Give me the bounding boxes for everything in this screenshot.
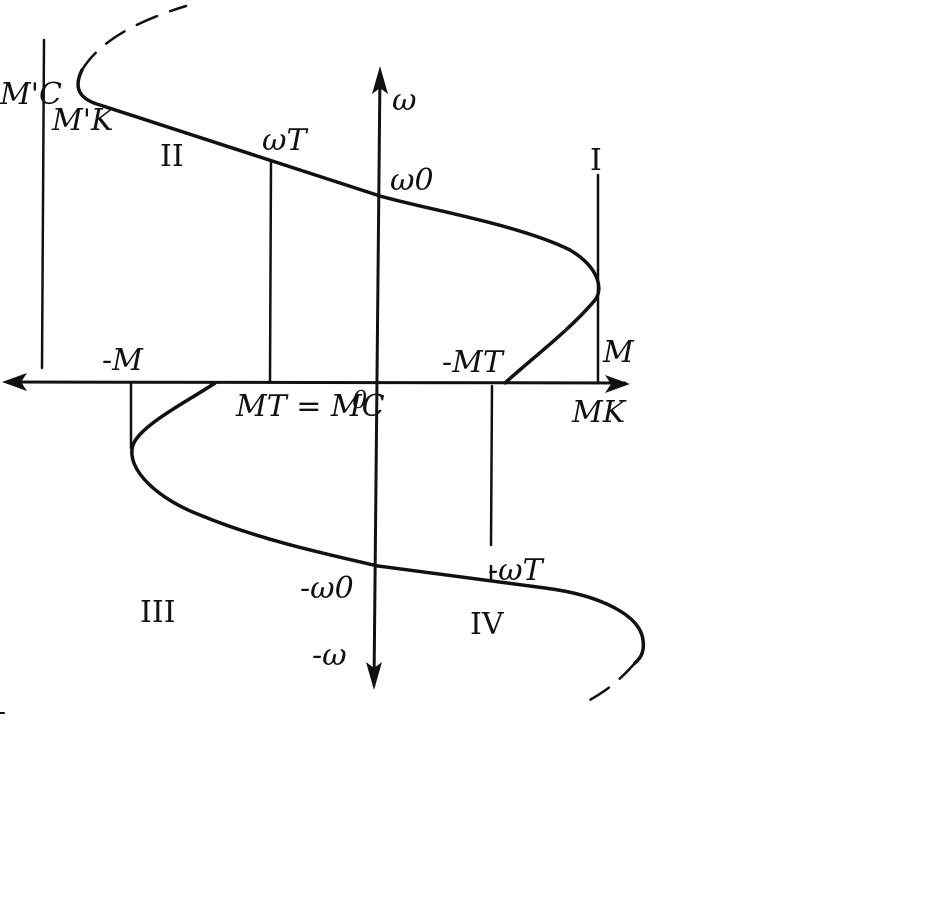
origin-label: 0 — [352, 386, 367, 414]
y-axis-positive-label: ω — [392, 83, 416, 118]
neg-mt-vertical-line — [489, 384, 494, 547]
quadrant-i-label: I — [590, 143, 602, 178]
neg-omega-0-label: -ω0 — [300, 571, 354, 606]
x-axis-negative-label: -M — [102, 343, 144, 378]
characteristic-curve-upper — [76, 68, 601, 385]
quadrant-iii-label: III — [140, 595, 176, 630]
vertical-axis-line — [372, 70, 382, 687]
y-axis-negative-arrowhead — [366, 662, 382, 690]
curve-dashed-extension-bottom — [578, 661, 637, 707]
quadrant-iv-label: IV — [470, 607, 505, 642]
neg-omega-t-label: -ωT — [488, 553, 545, 588]
mc-prime-label: M'C — [0, 77, 62, 112]
mc-prime-vertical-line — [40, 38, 46, 370]
omega-0-label: ω0 — [390, 163, 434, 198]
quadrant-ii-label: II — [160, 139, 184, 174]
x-axis-positive-label: M — [602, 335, 635, 370]
mk-prime-label: M'K — [51, 103, 115, 138]
mt-equals-mc-label: MT = MC — [235, 389, 385, 424]
horizontal-axis-line — [6, 380, 627, 385]
curve-dashed-extension-top — [80, 4, 188, 72]
x-axis-negative-arrowhead — [2, 373, 27, 391]
omega-t-label: ωT — [262, 123, 308, 158]
mk-label: MK — [571, 395, 627, 430]
omega-t-vertical-line — [268, 158, 273, 384]
characteristic-curve-lower — [130, 381, 646, 665]
neg-mt-label: -MT — [442, 345, 505, 380]
y-axis-positive-arrowhead — [372, 66, 388, 94]
x-axis-positive-arrowhead — [605, 375, 630, 393]
y-axis-negative-label: -ω — [312, 638, 347, 673]
